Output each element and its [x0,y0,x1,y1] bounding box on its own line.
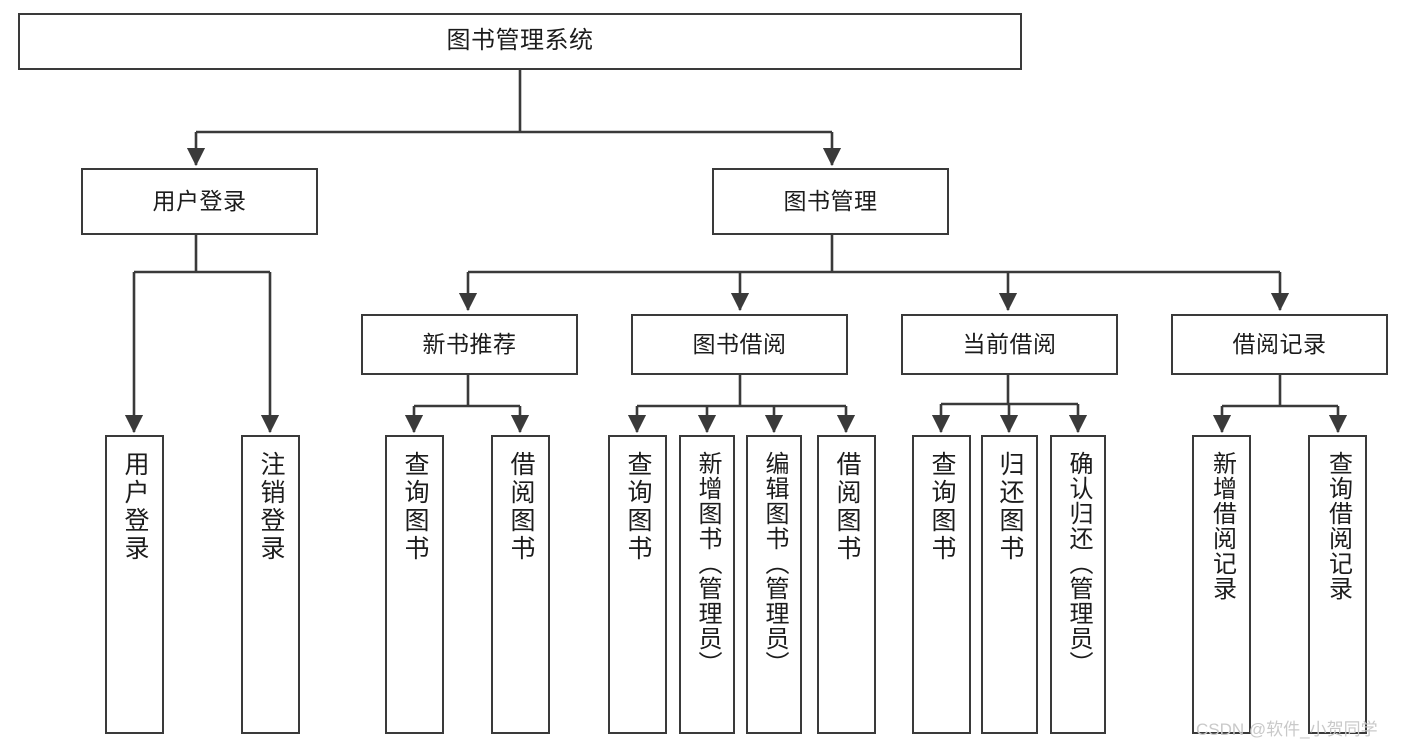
node-leaf-borrow-book-a-label: 借阅图书 [507,451,535,563]
node-leaf-return-book[interactable]: 归还图书 [981,435,1038,734]
node-new-book-rec[interactable]: 新书推荐 [361,314,578,375]
node-leaf-borrow-book-a[interactable]: 借阅图书 [491,435,550,734]
node-new-book-rec-label: 新书推荐 [422,330,517,357]
node-leaf-query-book-b-label: 查询图书 [624,451,652,563]
node-current-borrow-label: 当前借阅 [962,330,1057,357]
csdn-watermark: CSDN @软件_小贺同学 [1196,720,1378,739]
node-leaf-borrow-book-b[interactable]: 借阅图书 [817,435,876,734]
node-current-borrow[interactable]: 当前借阅 [901,314,1118,375]
node-borrow-record-label: 借阅记录 [1232,330,1327,357]
node-root[interactable]: 图书管理系统 [18,13,1022,70]
node-leaf-query-book-b[interactable]: 查询图书 [608,435,667,734]
node-leaf-edit-book-admin-label: 编辑图书（管理员） [761,451,788,676]
node-leaf-query-book-a-label: 查询图书 [401,451,429,563]
node-leaf-query-record[interactable]: 查询借阅记录 [1308,435,1367,734]
node-leaf-logout[interactable]: 注销登录 [241,435,300,734]
node-leaf-user-login[interactable]: 用户登录 [105,435,164,734]
node-leaf-logout-label: 注销登录 [257,451,285,563]
node-book-borrow[interactable]: 图书借阅 [631,314,848,375]
node-root-label: 图书管理系统 [446,27,594,55]
node-leaf-add-record-label: 新增借阅记录 [1208,451,1236,601]
node-leaf-query-record-label: 查询借阅记录 [1324,451,1352,601]
node-leaf-edit-book-admin[interactable]: 编辑图书（管理员） [746,435,802,734]
node-leaf-return-book-label: 归还图书 [996,451,1024,563]
node-book-manage[interactable]: 图书管理 [712,168,949,235]
node-leaf-query-book-c[interactable]: 查询图书 [912,435,971,734]
node-leaf-query-book-a[interactable]: 查询图书 [385,435,444,734]
node-leaf-add-book-admin[interactable]: 新增图书（管理员） [679,435,735,734]
node-leaf-confirm-return-admin-label: 确认归还（管理员） [1065,451,1092,676]
node-book-manage-label: 图书管理 [783,187,878,214]
node-leaf-borrow-book-b-label: 借阅图书 [833,451,861,563]
node-leaf-confirm-return-admin[interactable]: 确认归还（管理员） [1050,435,1106,734]
node-user-login[interactable]: 用户登录 [81,168,318,235]
node-book-borrow-label: 图书借阅 [692,330,787,357]
node-user-login-label: 用户登录 [152,187,247,214]
node-leaf-add-record[interactable]: 新增借阅记录 [1192,435,1251,734]
node-leaf-query-book-c-label: 查询图书 [928,451,956,563]
node-leaf-add-book-admin-label: 新增图书（管理员） [694,451,721,676]
node-borrow-record[interactable]: 借阅记录 [1171,314,1388,375]
node-leaf-user-login-label: 用户登录 [121,451,149,563]
